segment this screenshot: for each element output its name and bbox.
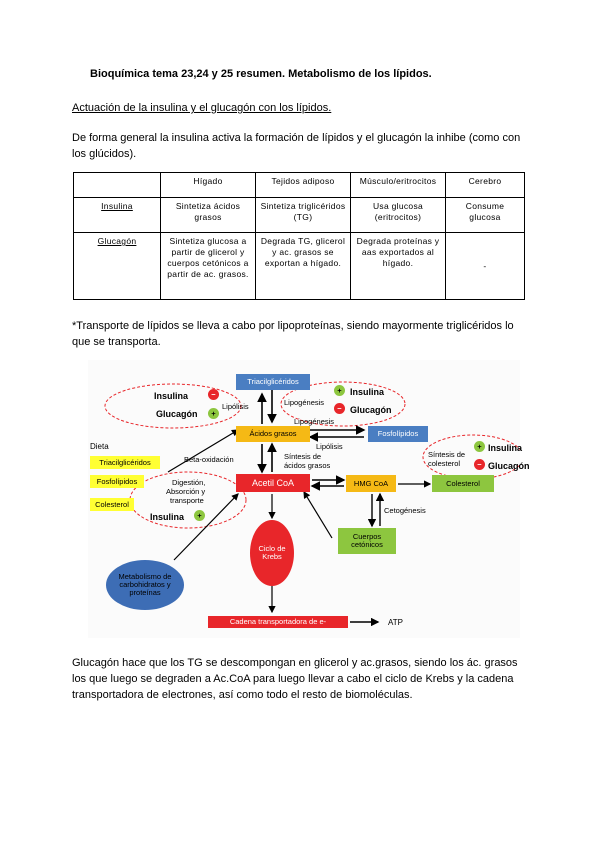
final-line: Glucagón hace que los TG se descompongan…: [72, 657, 518, 669]
intro-line: De forma general la insulina activa la f…: [72, 132, 521, 144]
insulina-label-left: Insulina: [154, 391, 189, 401]
table-header-cell: Cerebro: [445, 172, 525, 198]
lipolisis-label: Lipólisis: [222, 402, 249, 411]
table-header-cell: Músculo/eritrocitos: [350, 172, 446, 198]
row-header: Insulina: [73, 197, 161, 233]
minus-icon: −: [474, 459, 485, 470]
dieta-trigliceridos-box: Triacilglicéridos: [90, 456, 160, 469]
atp-label: ATP: [388, 618, 403, 627]
table-cell: Consume glucosa: [445, 197, 525, 233]
table-header-cell: [73, 172, 161, 198]
cetogenesis-label: Cetogénesis: [384, 506, 426, 515]
cadena-transportadora-box: Cadena transportadora de e-: [208, 616, 348, 628]
sintesis-col-label: Síntesis de: [428, 450, 466, 459]
lipolisis-label-2: Lipólisis: [316, 442, 343, 451]
table-cell: Sintetiza ácidos grasos: [160, 197, 256, 233]
final-line: transportadora de electrones, así como t…: [72, 689, 413, 701]
hormone-table: Hígado Tejidos adiposo Músculo/eritrocit…: [73, 172, 525, 300]
final-line: los que luego se degraden a Ac.CoA para …: [72, 673, 514, 685]
cuerpos-cetonicos-box: Cuerpos cetónicos: [338, 528, 396, 554]
metabolismo-ellipse: Metabolismo de carbohidratos y proteínas: [106, 560, 184, 610]
sintesis-col-label-2: colesterol: [428, 459, 461, 468]
intro-paragraph: De forma general la insulina activa la f…: [72, 130, 520, 162]
section-subtitle: Actuación de la insulina y el glucagón c…: [72, 102, 332, 114]
document-title: Bioquímica tema 23,24 y 25 resumen. Meta…: [90, 68, 432, 80]
glucagon-label-col: Glucagón: [488, 461, 530, 471]
digestion-ellipse: [129, 471, 247, 529]
table-cell: Degrada TG, glicerol y ac. grasos se exp…: [255, 232, 351, 300]
table-cell: Degrada proteínas y aas exportados al hí…: [350, 232, 446, 300]
lipogenesis-label: Lipogénesis: [284, 398, 325, 407]
fosfolipidos-box: Fosfolípidos: [368, 426, 428, 442]
lipogenesis-label-2: Lipogénesis: [294, 417, 335, 426]
plus-icon: +: [474, 441, 485, 452]
krebs-line: Krebs: [262, 552, 282, 561]
table-header-cell: Hígado: [160, 172, 256, 198]
table-row: Insulina Sintetiza ácidos grasos Sinteti…: [73, 197, 525, 233]
transport-line: que se transporta.: [72, 336, 161, 348]
table-header-cell: Tejidos adiposo: [255, 172, 351, 198]
krebs-line: Ciclo de: [258, 544, 286, 553]
insulina-label-col: Insulina: [488, 443, 523, 453]
lipid-metabolism-diagram: Triacilglicéridos Ácidos grasos Fosfolíp…: [88, 360, 530, 638]
row-header: Glucagón: [73, 232, 161, 300]
glucagon-label-right: Glucagón: [350, 405, 392, 415]
sintesis-ag-label-2: ácidos grasos: [284, 461, 331, 470]
digestion-label: Digestión,: [172, 478, 206, 487]
glucagon-label-left: Glucagón: [156, 409, 198, 419]
sintesis-ag-label: Síntesis de: [284, 452, 322, 461]
dieta-colesterol-box: Colesterol: [90, 498, 134, 511]
acidos-grasos-box: Ácidos grasos: [236, 426, 310, 442]
table-cell: -: [445, 232, 525, 300]
trigliceridos-box: Triacilglicéridos: [236, 374, 310, 390]
plus-icon: +: [334, 385, 345, 396]
digestion-label-2: Absorción y: [166, 487, 206, 496]
metab-line: Metabolismo de: [118, 572, 172, 581]
minus-icon: −: [208, 389, 219, 400]
transport-paragraph: *Transporte de lípidos se lleva a cabo p…: [72, 318, 514, 350]
insulina-label-digestion: Insulina: [150, 512, 185, 522]
transport-line: *Transporte de lípidos se lleva a cabo p…: [72, 320, 514, 332]
dieta-fosfolipidos-box: Fosfolípidos: [90, 475, 144, 488]
insulin-glucagon-ellipse-col: [422, 434, 520, 480]
metab-line: carbohidratos y: [119, 580, 171, 589]
insulina-label-right: Insulina: [350, 387, 385, 397]
table-cell: Usa glucosa (eritrocitos): [350, 197, 446, 233]
table-cell: Sintetiza glucosa a partir de glicerol y…: [160, 232, 256, 300]
hmg-coa-box: HMG CoA: [346, 475, 396, 492]
insulin-glucagon-ellipse-left: [104, 383, 242, 429]
diagram-lines: [104, 381, 520, 627]
plus-icon: +: [208, 408, 219, 419]
acetil-coa-box: Acetil CoA: [236, 474, 310, 492]
digestion-label-3: transporte: [170, 496, 204, 505]
metab-line: proteínas: [129, 588, 161, 597]
minus-icon: −: [334, 403, 345, 414]
cuerpos-line: Cuerpos: [352, 532, 382, 541]
table-row: Glucagón Sintetiza glucosa a partir de g…: [73, 232, 525, 300]
insulin-glucagon-ellipse-right: [280, 381, 406, 427]
krebs-circle: Ciclo de Krebs: [250, 520, 294, 586]
beta-oxidacion-label: Beta-oxidación: [184, 455, 234, 464]
colesterol-box: Colesterol: [432, 475, 494, 492]
table-header-row: Hígado Tejidos adiposo Músculo/eritrocit…: [73, 172, 525, 198]
final-paragraph: Glucagón hace que los TG se descompongan…: [72, 655, 518, 703]
intro-line: los glúcidos).: [72, 148, 137, 160]
cuerpos-line: cetónicos: [351, 540, 383, 549]
plus-icon: +: [194, 510, 205, 521]
table-cell: Sintetiza triglicéridos (TG): [255, 197, 351, 233]
dieta-label: Dieta: [90, 442, 109, 451]
